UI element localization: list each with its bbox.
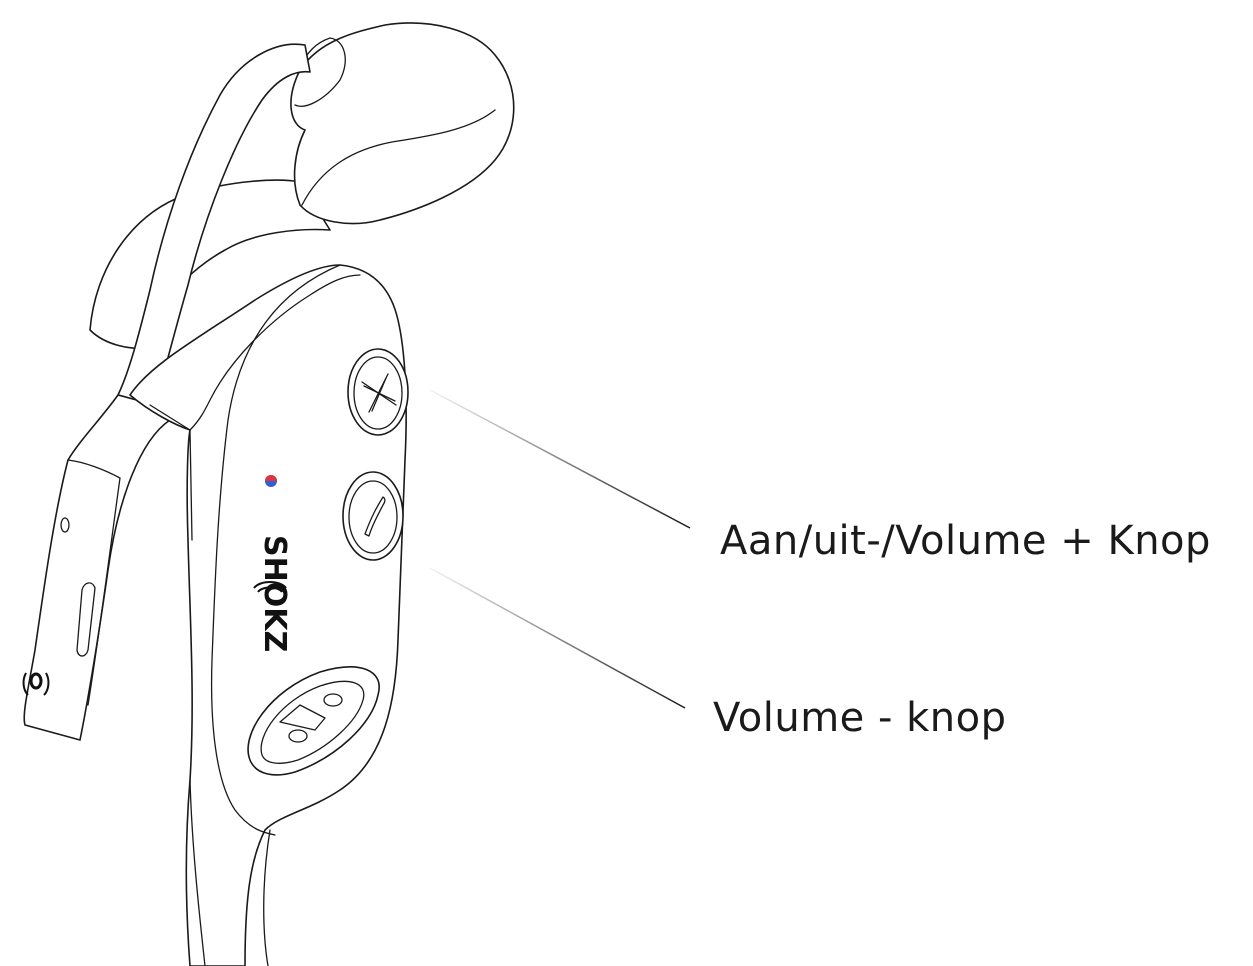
neckband-outer [264,830,270,966]
volume-plus-button[interactable] [348,349,408,435]
leader-line-minus [430,568,685,708]
leader-line-plus [430,390,690,528]
volume-minus-button[interactable] [343,472,403,560]
left-arm [24,395,170,740]
volume-minus-label: Volume - knop [713,698,1007,738]
brand-logo: SHOKZ [257,535,292,652]
volume-plus-label: Aan/uit-/Volume + Knop [720,521,1211,561]
svg-text:SHOKZ: SHOKZ [257,535,292,652]
led-indicator [265,475,277,487]
transducer-pad [291,23,514,223]
